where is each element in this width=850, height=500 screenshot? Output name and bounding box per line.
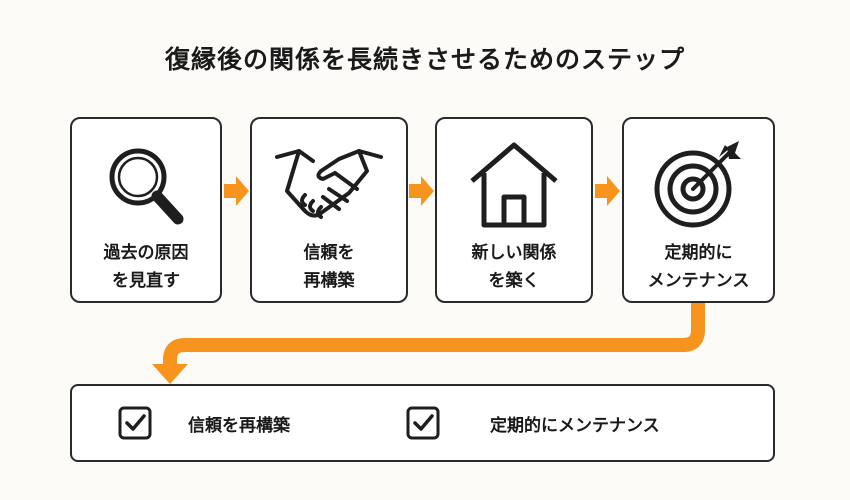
diagram-title: 復縁後の関係を長続きさせるためのステップ bbox=[164, 45, 685, 74]
step-label-line1: 過去の原因 bbox=[103, 243, 189, 263]
step-label: 過去の原因 を見直す bbox=[72, 239, 220, 295]
checklist-box: 信頼を再構築 定期的にメンテナンス bbox=[70, 384, 775, 462]
checkbox-icon bbox=[406, 406, 440, 440]
step-label-line2: を築く bbox=[488, 271, 540, 291]
arrow-right-icon bbox=[409, 176, 434, 206]
handshake-icon bbox=[252, 137, 406, 233]
arrow-right-icon bbox=[595, 176, 620, 206]
step-label-line2: 再構築 bbox=[303, 271, 355, 291]
house-icon bbox=[437, 137, 591, 233]
target-icon bbox=[624, 137, 773, 233]
checklist-label: 定期的にメンテナンス bbox=[490, 415, 660, 436]
checklist-label: 信頼を再構築 bbox=[188, 415, 290, 436]
step-label: 新しい関係 を築く bbox=[437, 239, 591, 295]
arrow-right-icon bbox=[224, 176, 249, 206]
step-label-line2: メンテナンス bbox=[647, 271, 750, 291]
step-regular-maintenance: 定期的に メンテナンス bbox=[622, 117, 775, 303]
step-label-line1: 定期的に bbox=[664, 243, 733, 263]
step-rebuild-trust: 信頼を 再構築 bbox=[250, 117, 408, 303]
step-label-line2: を見直す bbox=[112, 271, 180, 291]
step-label: 定期的に メンテナンス bbox=[624, 239, 773, 295]
magnifier-icon bbox=[72, 137, 220, 233]
step-label-line1: 新しい関係 bbox=[471, 243, 557, 263]
checklist-item-rebuild-trust: 信頼を再構築 bbox=[118, 406, 290, 440]
checklist-item-maintenance: 定期的にメンテナンス bbox=[406, 406, 660, 440]
step-label-line1: 信頼を bbox=[303, 243, 355, 263]
step-build-new-relationship: 新しい関係 を築く bbox=[435, 117, 593, 303]
step-review-causes: 過去の原因 を見直す bbox=[70, 117, 222, 303]
checkbox-icon bbox=[118, 406, 152, 440]
step-label: 信頼を 再構築 bbox=[252, 239, 406, 295]
